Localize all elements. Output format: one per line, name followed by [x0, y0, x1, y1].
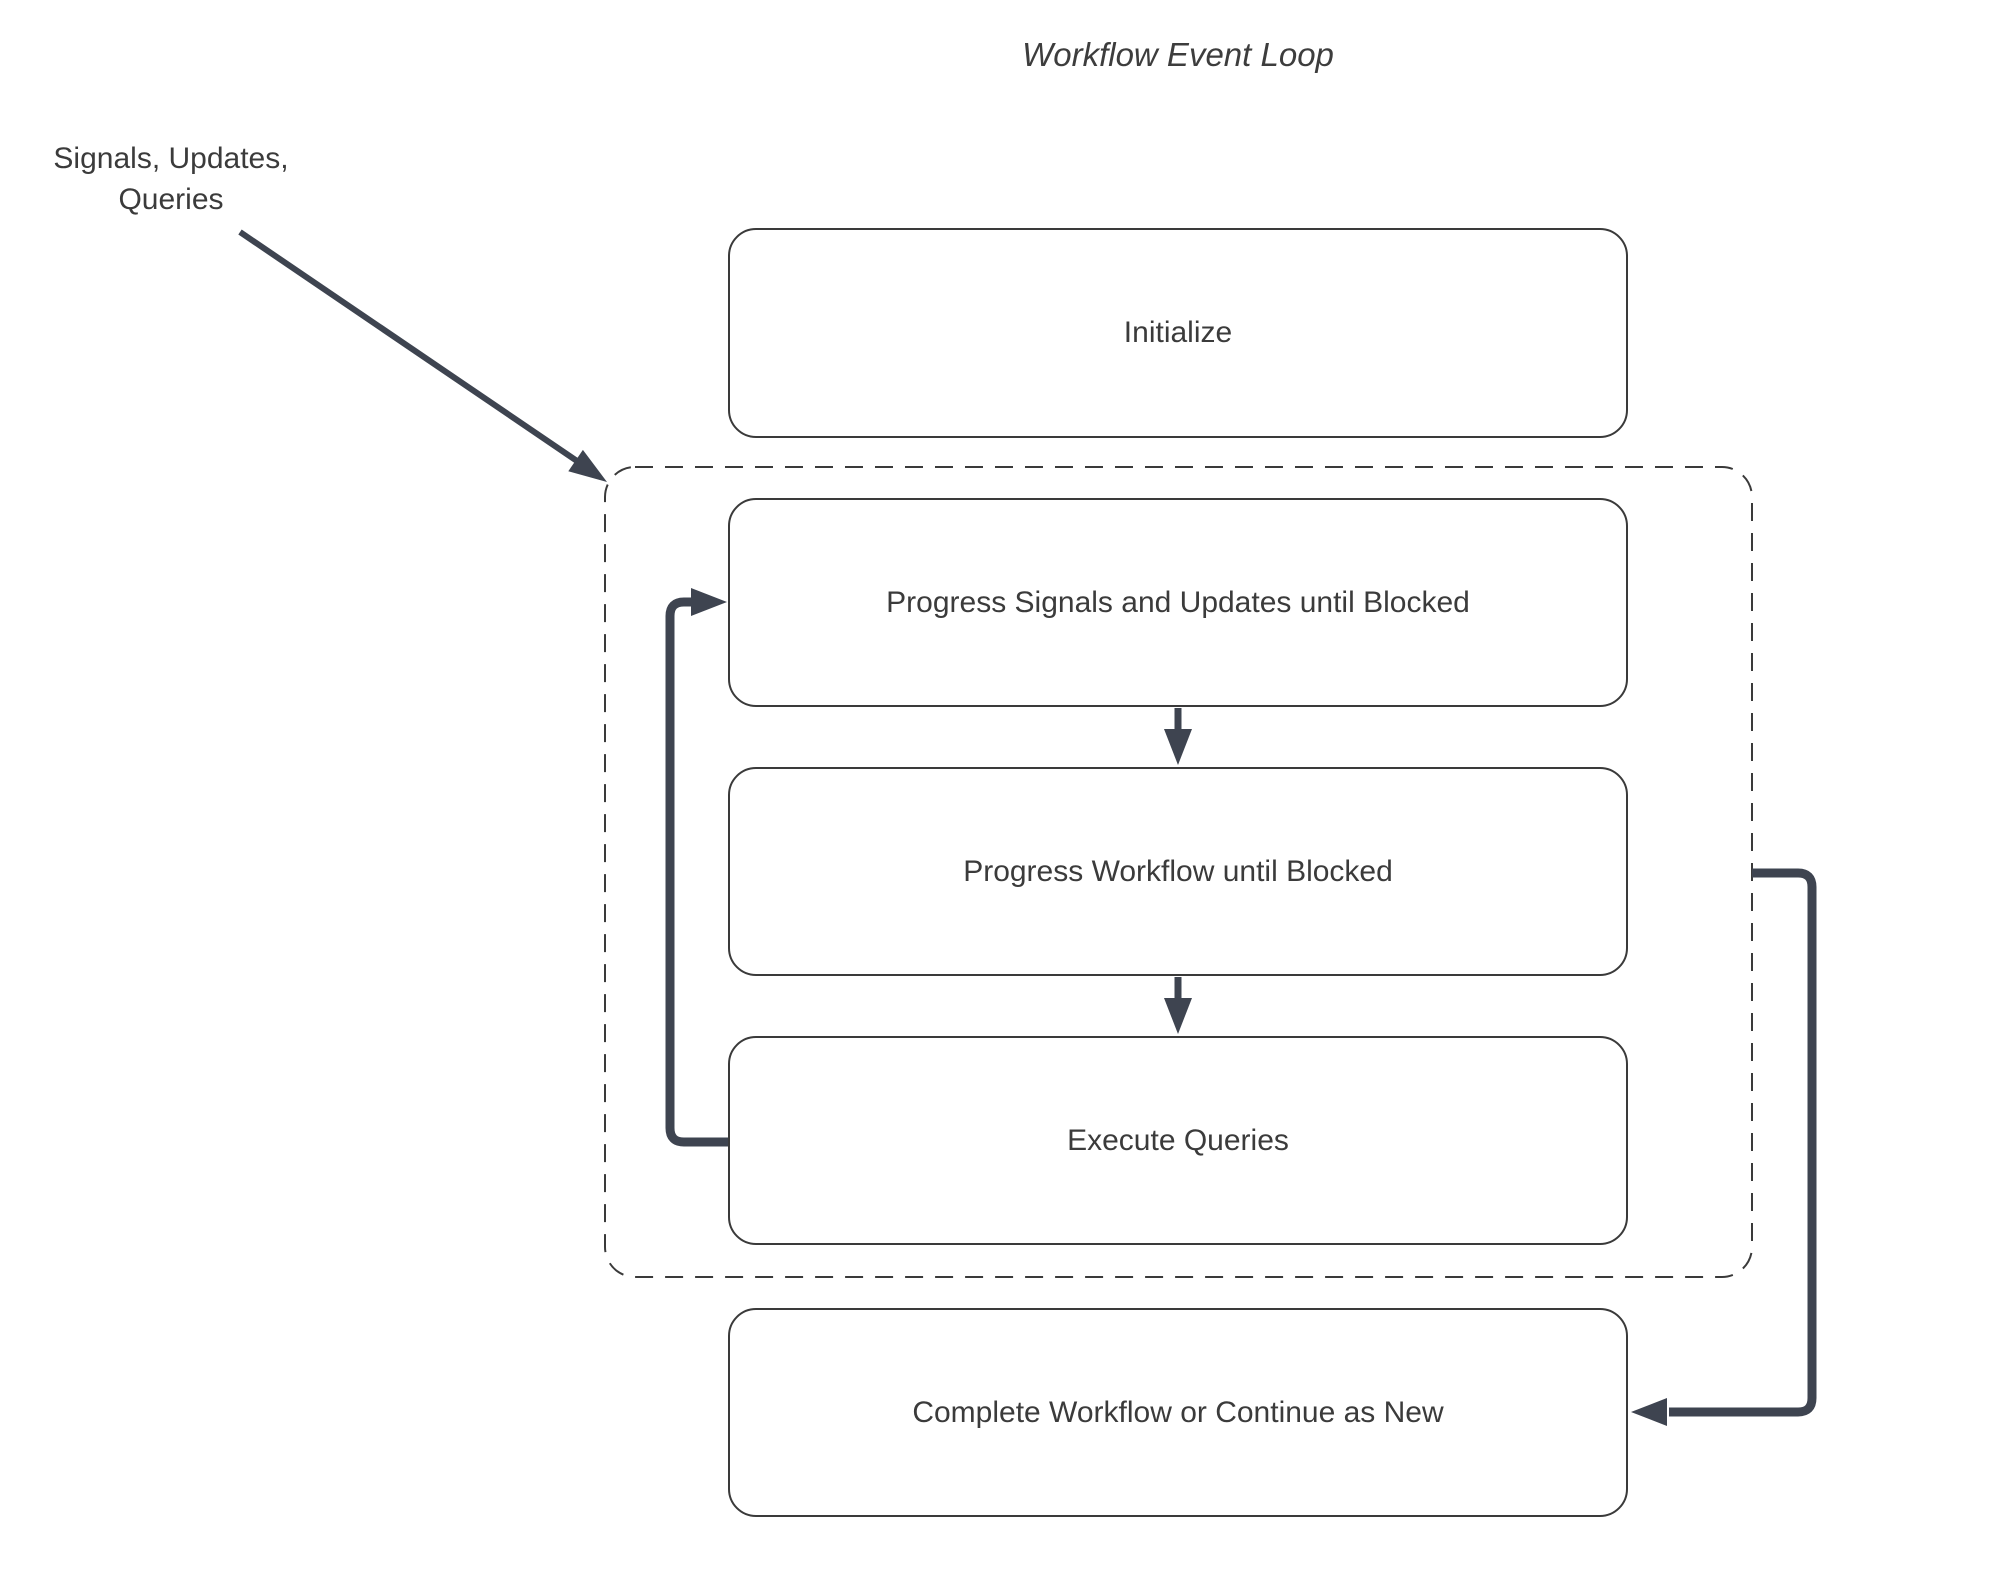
external-inputs-label-line2: Queries [118, 183, 224, 217]
node-progress-signals-updates: Progress Signals and Updates until Block… [728, 498, 1628, 707]
external-inputs-label-line1: Signals, Updates, [53, 142, 289, 175]
node-initialize-label: Initialize [1123, 316, 1233, 349]
node-complete-workflow: Complete Workflow or Continue as New [728, 1308, 1628, 1517]
loop-back-arrowhead-icon [691, 588, 727, 616]
exit-loop-connector [1669, 868, 1817, 1417]
node-complete-workflow-label: Complete Workflow or Continue as New [912, 1395, 1444, 1429]
loop-back-connector [665, 597, 728, 1147]
flow-arrow-2-head-icon [1164, 998, 1192, 1034]
node-execute-queries-label: Execute Queries [1067, 1123, 1289, 1157]
exit-loop-arrowhead-icon [1631, 1398, 1667, 1426]
external-inputs-arrowhead-icon [568, 449, 607, 482]
external-inputs-arrow-line [238, 229, 579, 464]
node-progress-signals-updates-label: Progress Signals and Updates until Block… [886, 585, 1470, 619]
node-execute-queries: Execute Queries [728, 1036, 1628, 1245]
diagram-title: Workflow Event Loop [1022, 36, 1334, 73]
node-progress-workflow: Progress Workflow until Blocked [728, 767, 1628, 976]
node-initialize: Initialize [728, 228, 1628, 438]
flow-arrow-1-head-icon [1164, 729, 1192, 765]
external-inputs-label: Signals, Updates, Queries [16, 138, 326, 221]
node-progress-workflow-label: Progress Workflow until Blocked [963, 854, 1393, 888]
